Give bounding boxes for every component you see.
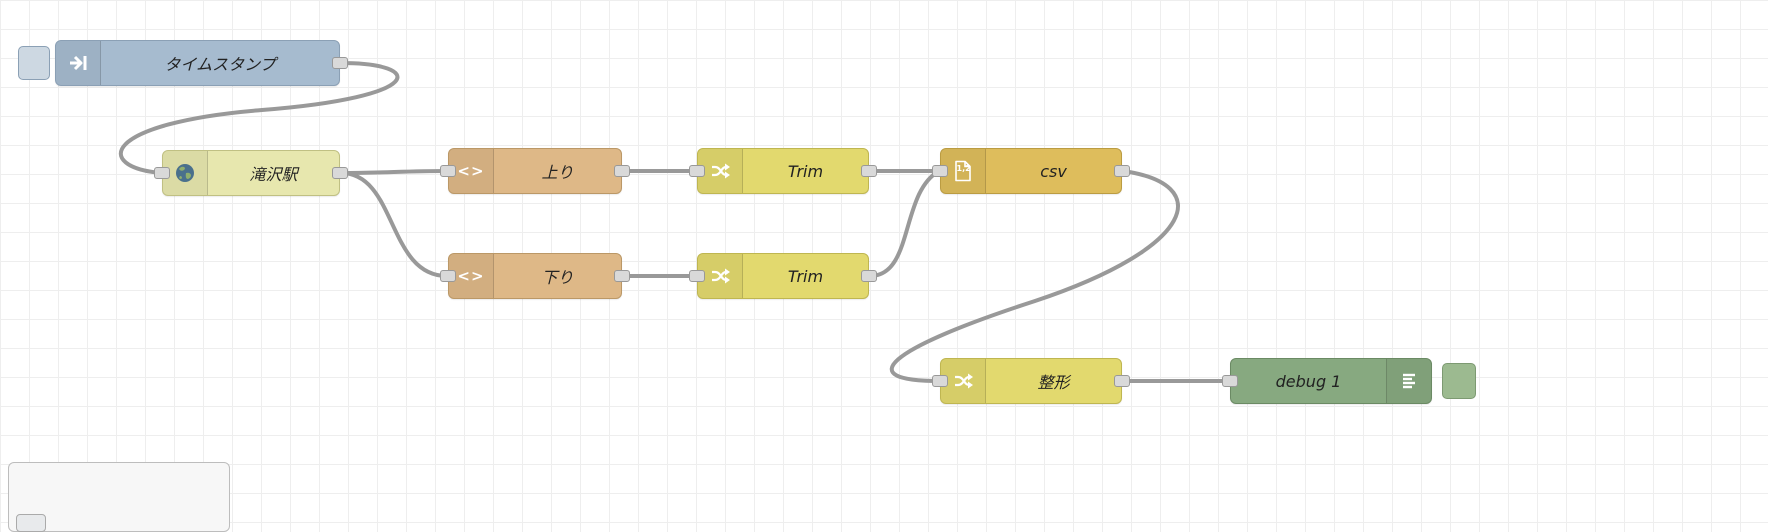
input-port[interactable] [932, 165, 948, 177]
inject-button[interactable] [18, 46, 50, 80]
wire[interactable] [339, 169, 449, 175]
node-html-down[interactable]: <> 下り [440, 253, 630, 299]
partial-node-button[interactable] [16, 514, 46, 532]
node-change-trim-down[interactable]: Trim [689, 253, 877, 299]
node-label: Trim [787, 266, 824, 286]
inject-arrow-icon [56, 41, 101, 85]
node-label: 整形 [1037, 373, 1070, 392]
output-port[interactable] [861, 270, 877, 282]
node-http-request[interactable]: 滝沢駅 [154, 150, 348, 196]
debug-list-icon [1386, 359, 1431, 403]
globe-icon [163, 151, 208, 195]
output-port[interactable] [1114, 165, 1130, 177]
node-label: Trim [787, 161, 824, 181]
output-port[interactable] [614, 270, 630, 282]
debug-toggle-button[interactable] [1442, 363, 1476, 399]
node-label: debug 1 [1275, 371, 1342, 391]
node-label: タイムスタンプ [164, 55, 276, 74]
input-port[interactable] [1222, 375, 1238, 387]
angle-brackets-icon: <> [449, 149, 494, 193]
node-label: csv [1040, 161, 1067, 181]
node-label: 下り [541, 268, 574, 287]
wire[interactable] [889, 169, 1180, 383]
wire[interactable] [868, 169, 941, 278]
csv-file-icon: 1,2 [941, 149, 986, 193]
input-port[interactable] [440, 270, 456, 282]
input-port[interactable] [154, 167, 170, 179]
node-label: 上り [541, 163, 574, 182]
input-port[interactable] [932, 375, 948, 387]
input-port[interactable] [689, 165, 705, 177]
node-change-trim-up[interactable]: Trim [689, 148, 877, 194]
output-port[interactable] [332, 57, 348, 69]
wire[interactable] [118, 61, 400, 175]
node-html-up[interactable]: <> 上り [440, 148, 630, 194]
output-port[interactable] [332, 167, 348, 179]
node-change-format[interactable]: 整形 [932, 358, 1130, 404]
output-port[interactable] [1114, 375, 1130, 387]
shuffle-arrows-icon [698, 254, 743, 298]
node-csv[interactable]: 1,2 csv [932, 148, 1130, 194]
wire[interactable] [339, 171, 449, 278]
input-port[interactable] [440, 165, 456, 177]
output-port[interactable] [614, 165, 630, 177]
node-label: 滝沢駅 [249, 165, 298, 184]
angle-brackets-icon: <> [449, 254, 494, 298]
shuffle-arrows-icon [698, 149, 743, 193]
svg-text:1,2: 1,2 [957, 164, 971, 173]
output-port[interactable] [861, 165, 877, 177]
input-port[interactable] [689, 270, 705, 282]
node-debug[interactable]: debug 1 [1222, 358, 1432, 404]
node-inject-timestamp[interactable]: タイムスタンプ [55, 40, 348, 86]
shuffle-arrows-icon [941, 359, 986, 403]
